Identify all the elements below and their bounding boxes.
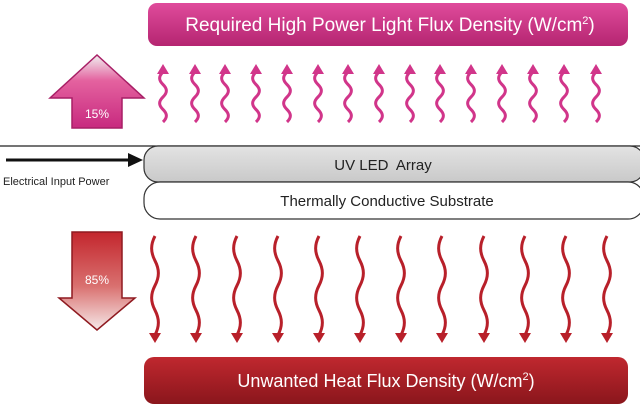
heat-wave-arrow	[191, 235, 201, 336]
light-wave-arrowhead	[404, 64, 416, 74]
heat-wave-arrow	[561, 235, 571, 336]
heat-percent-label: 85%	[85, 273, 109, 287]
heat-wave-arrowhead	[436, 333, 448, 343]
light-wave-arrowhead	[373, 64, 385, 74]
light-wave-arrow	[405, 70, 415, 124]
electrical-input-arrow: Electrical Input Power	[3, 153, 143, 188]
heat-wave-arrowhead	[231, 333, 243, 343]
light-percent-label: 15%	[85, 107, 109, 121]
heat-wave-arrowhead	[395, 333, 407, 343]
heat-percent-arrow: 85%	[56, 231, 138, 331]
heat-wave-arrowhead	[149, 333, 161, 343]
heat-wave-arrowhead	[272, 333, 284, 343]
light-wave-arrowhead	[281, 64, 293, 74]
light-wave-arrow	[466, 70, 476, 124]
heat-wave-arrow	[355, 235, 365, 336]
heat-wave-arrow	[232, 235, 242, 336]
light-wave-arrow	[435, 70, 445, 124]
light-wave-arrow	[591, 70, 601, 124]
light-wave-arrow	[282, 70, 292, 124]
heat-wave-arrow	[479, 235, 489, 336]
heat-flux-arrows	[149, 235, 613, 343]
light-wave-arrowhead	[250, 64, 262, 74]
thermal-substrate-label: Thermally Conductive Substrate	[280, 193, 493, 210]
heat-wave-arrowhead	[601, 333, 613, 343]
heat-wave-arrowhead	[560, 333, 572, 343]
light-flux-arrows	[157, 64, 602, 124]
light-wave-arrow	[220, 70, 230, 124]
electrical-input-label: Electrical Input Power	[3, 176, 110, 188]
light-wave-arrowhead	[219, 64, 231, 74]
light-wave-arrowhead	[527, 64, 539, 74]
light-wave-arrow	[497, 70, 507, 124]
light-wave-arrow	[251, 70, 261, 124]
heat-flux-banner: Unwanted Heat Flux Density (W/cm2)	[144, 357, 628, 404]
light-wave-arrowhead	[465, 64, 477, 74]
light-wave-arrow	[190, 70, 200, 124]
heat-wave-arrow	[314, 235, 324, 336]
heat-wave-arrow	[602, 235, 612, 336]
heat-wave-arrowhead	[519, 333, 531, 343]
heat-wave-arrowhead	[190, 333, 202, 343]
light-wave-arrowhead	[189, 64, 201, 74]
heat-wave-arrow	[150, 235, 160, 336]
light-wave-arrowhead	[434, 64, 446, 74]
light-flux-banner: Required High Power Light Flux Density (…	[148, 3, 628, 46]
light-wave-arrowhead	[558, 64, 570, 74]
light-wave-arrowhead	[157, 64, 169, 74]
heat-flux-banner-label: Unwanted Heat Flux Density (W/cm2)	[237, 371, 534, 391]
light-wave-arrow	[313, 70, 323, 124]
light-flux-banner-label: Required High Power Light Flux Density (…	[185, 15, 594, 36]
heat-wave-arrow	[396, 235, 406, 336]
heat-wave-arrow	[437, 235, 447, 336]
heat-wave-arrowhead	[313, 333, 325, 343]
light-wave-arrow	[374, 70, 384, 124]
heat-wave-arrowhead	[354, 333, 366, 343]
light-wave-arrow	[559, 70, 569, 124]
light-wave-arrow	[528, 70, 538, 124]
light-wave-arrowhead	[590, 64, 602, 74]
light-wave-arrow	[343, 70, 353, 124]
light-wave-arrowhead	[312, 64, 324, 74]
light-wave-arrow	[158, 70, 168, 124]
light-wave-arrowhead	[496, 64, 508, 74]
heat-wave-arrowhead	[478, 333, 490, 343]
light-percent-arrow: 15%	[48, 53, 146, 129]
uv-led-array: UV LED Array	[143, 145, 640, 183]
heat-wave-arrow	[520, 235, 530, 336]
heat-wave-arrow	[273, 235, 283, 336]
thermal-substrate: Thermally Conductive Substrate	[143, 181, 640, 220]
light-wave-arrowhead	[342, 64, 354, 74]
uv-led-array-label: UV LED Array	[334, 157, 432, 174]
